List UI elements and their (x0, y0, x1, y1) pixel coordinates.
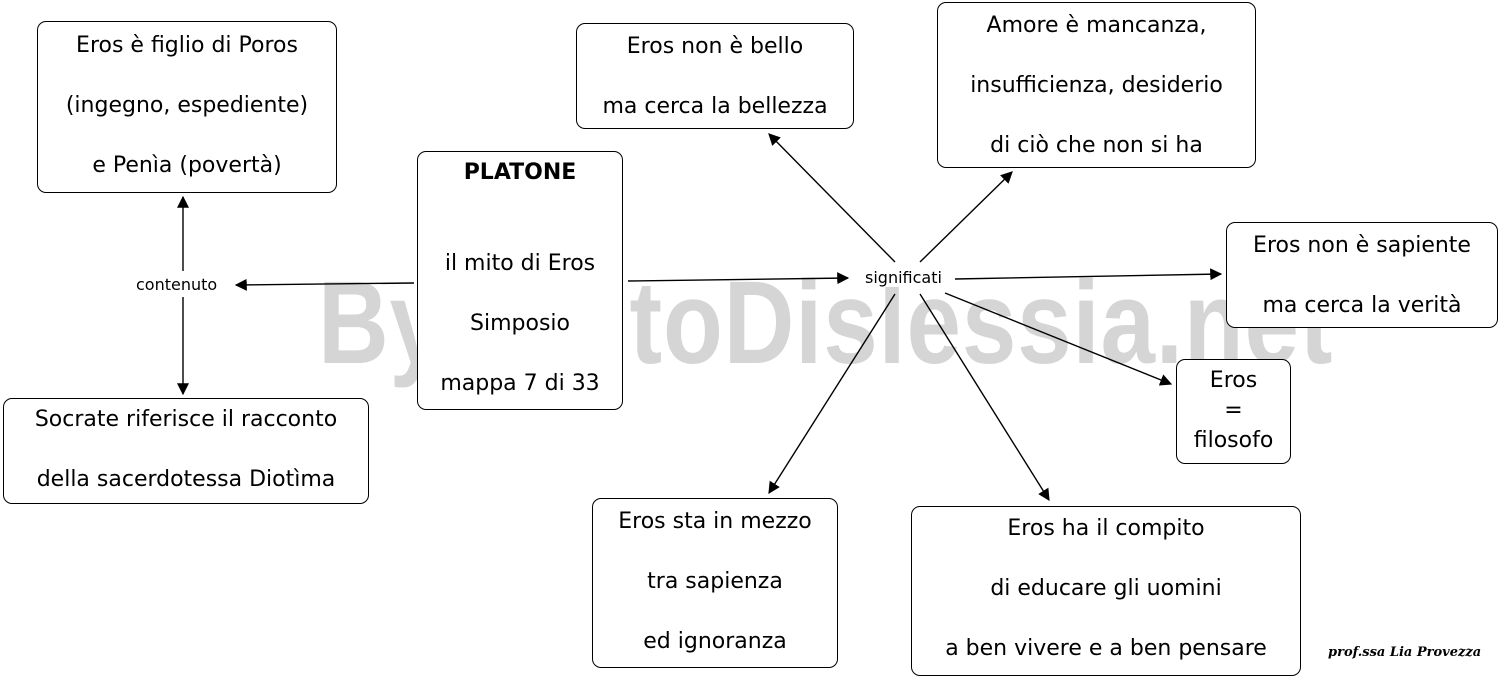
node-line: Eros ha il compito (1007, 516, 1205, 541)
arrow-to-non-bello (768, 133, 896, 263)
center-line-simposio: Simposio (470, 311, 570, 336)
node-line: = (1224, 398, 1243, 423)
node-line: Eros non è bello (626, 34, 804, 59)
node-line: insufficienza, desiderio (970, 73, 1223, 98)
center-line-mito: il mito di Eros (444, 251, 596, 276)
node-line: Eros non è sapiente (1253, 233, 1471, 258)
node-line: filosofo (1193, 428, 1274, 453)
node-line: Eros sta in mezzo (618, 509, 812, 534)
arrow-to-compito (919, 293, 1050, 502)
node-racconto-diotima: Socrate riferisce il racconto della sace… (3, 398, 369, 504)
node-line: a ben vivere e a ben pensare (945, 636, 1267, 661)
link-label-significati: significati (863, 268, 944, 287)
node-line: e Penìa (povertà) (92, 153, 282, 178)
center-node-platone: PLATONE il mito di Eros Simposio mappa 7… (417, 151, 623, 410)
node-line: di ciò che non si ha (990, 133, 1203, 158)
node-line: ed ignoranza (643, 629, 787, 654)
arrow-center-to-significati (627, 272, 850, 285)
center-title: PLATONE (463, 160, 577, 185)
author-signature: prof.ssa Lia Provezza (1328, 645, 1482, 660)
node-eros-filosofo: Eros = filosofo (1176, 359, 1291, 464)
node-line: (ingegno, espediente) (65, 93, 309, 118)
node-in-mezzo: Eros sta in mezzo tra sapienza ed ignora… (592, 498, 838, 668)
node-non-bello: Eros non è bello ma cerca la bellezza (576, 23, 854, 129)
arrow-to-non-sapiente (954, 268, 1223, 281)
arrow-center-to-contenuto (234, 278, 415, 291)
node-line: Socrate riferisce il racconto (34, 407, 338, 432)
node-line: Eros è figlio di Poros (76, 33, 298, 58)
arrow-to-in-mezzo (768, 293, 896, 495)
arrow-to-mancanza (919, 171, 1013, 263)
node-line: Eros (1209, 368, 1258, 393)
node-figlio-di-poros: Eros è figlio di Poros (ingegno, espedie… (37, 21, 337, 193)
link-label-contenuto: contenuto (134, 275, 220, 294)
node-non-sapiente: Eros non è sapiente ma cerca la verità (1226, 222, 1498, 328)
node-mancanza: Amore è mancanza, insufficienza, desider… (937, 2, 1256, 168)
node-line: di educare gli uomini (990, 576, 1222, 601)
center-line-mappa: mappa 7 di 33 (440, 371, 600, 396)
node-compito: Eros ha il compito di educare gli uomini… (911, 506, 1301, 676)
node-line: tra sapienza (647, 569, 783, 594)
node-line: ma cerca la verità (1262, 293, 1462, 318)
node-line: ma cerca la bellezza (602, 94, 828, 119)
node-line: della sacerdotessa Diotìma (36, 467, 336, 492)
node-line: Amore è mancanza, (986, 13, 1207, 38)
arrow-to-filosofo (944, 292, 1173, 386)
